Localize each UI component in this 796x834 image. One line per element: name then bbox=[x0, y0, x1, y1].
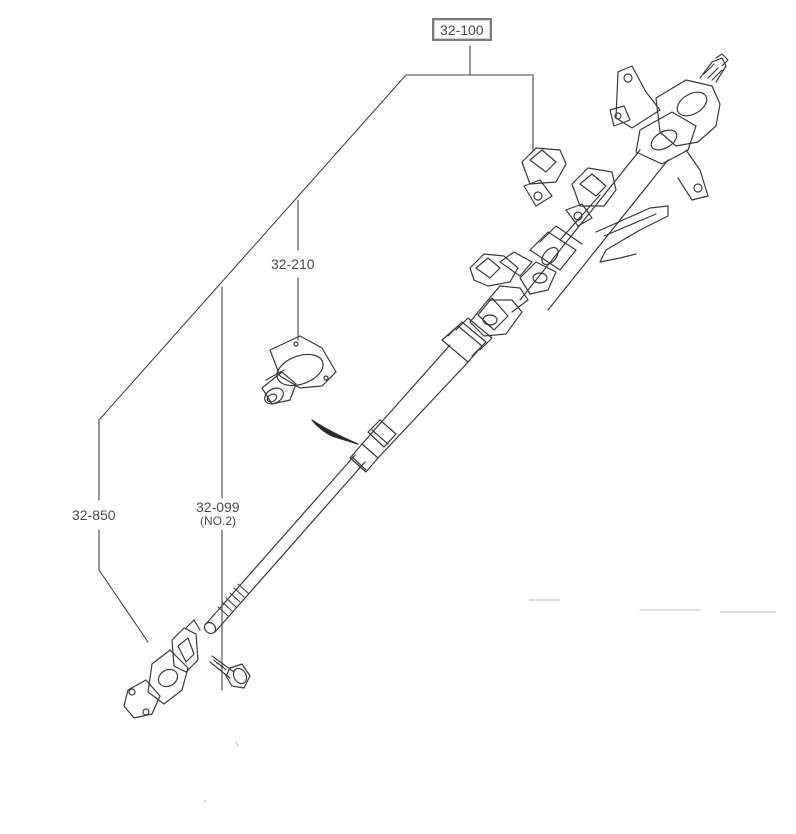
tilt-head-bracket bbox=[609, 53, 729, 201]
bolt-32-099 bbox=[209, 655, 251, 689]
splined-end bbox=[217, 583, 249, 617]
part-32-210-label: 32-210 bbox=[271, 256, 315, 272]
intermediate-shaft bbox=[203, 317, 493, 635]
column-bracket bbox=[521, 147, 669, 263]
part-32-099-qualifier-label: (NO.2) bbox=[200, 514, 236, 528]
direction-arrow bbox=[311, 419, 359, 445]
leader-lines bbox=[98, 45, 534, 691]
assembly-part-number-label: 32-100 bbox=[432, 18, 492, 41]
column-boot-cover bbox=[261, 335, 337, 405]
upper-column-tube bbox=[519, 149, 669, 311]
part-32-850-label: 32-850 bbox=[72, 507, 116, 523]
part-32-099-label: 32-099 bbox=[196, 499, 240, 515]
scan-specks bbox=[203, 599, 777, 803]
universal-joint-middle bbox=[469, 251, 557, 337]
lower-universal-joint bbox=[123, 619, 201, 719]
